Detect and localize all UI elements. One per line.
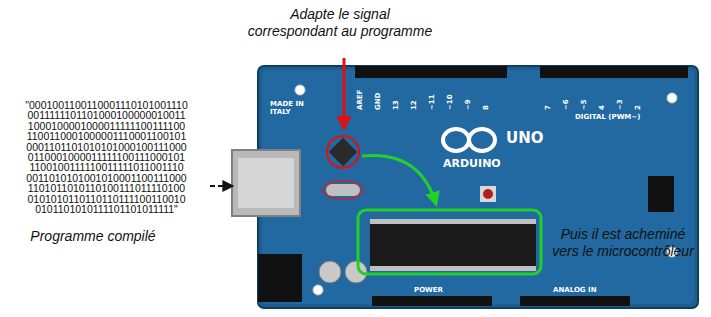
board-model: UNO [506, 130, 544, 146]
pin-label: ~5 [580, 99, 588, 110]
pin-label: ~11 [428, 94, 436, 110]
pin-label: 2 [634, 105, 642, 110]
callout-text: Puis il est acheminé vers le microcontrô… [548, 226, 698, 260]
callout-text: Adapte le signal correspondant au progra… [246, 6, 434, 40]
pin-label: ~6 [562, 99, 570, 110]
binary-code: "0001001100110001110101001110 0011111101… [8, 100, 205, 214]
board-marking: DIGITAL (PWM~) [575, 113, 640, 121]
pin-label: GND [374, 93, 382, 110]
pin-label: 12 [410, 100, 418, 110]
board-logo: ARDUINO [443, 158, 501, 170]
pin-label: ~3 [616, 99, 624, 110]
board-marking: MADE IN ITALY [270, 100, 310, 116]
callout-text: Programme compilé [8, 228, 178, 245]
pin-label: 13 [392, 100, 400, 110]
pin-label: 8 [482, 105, 490, 110]
board-marking: POWER [414, 286, 443, 294]
pin-label: ~10 [446, 94, 454, 110]
board-marking: ANALOG IN [553, 286, 597, 294]
pin-label: 7 [544, 105, 552, 110]
pin-label: ~9 [464, 99, 472, 110]
pin-label: 4 [598, 105, 606, 110]
pin-label: AREF [356, 90, 364, 110]
